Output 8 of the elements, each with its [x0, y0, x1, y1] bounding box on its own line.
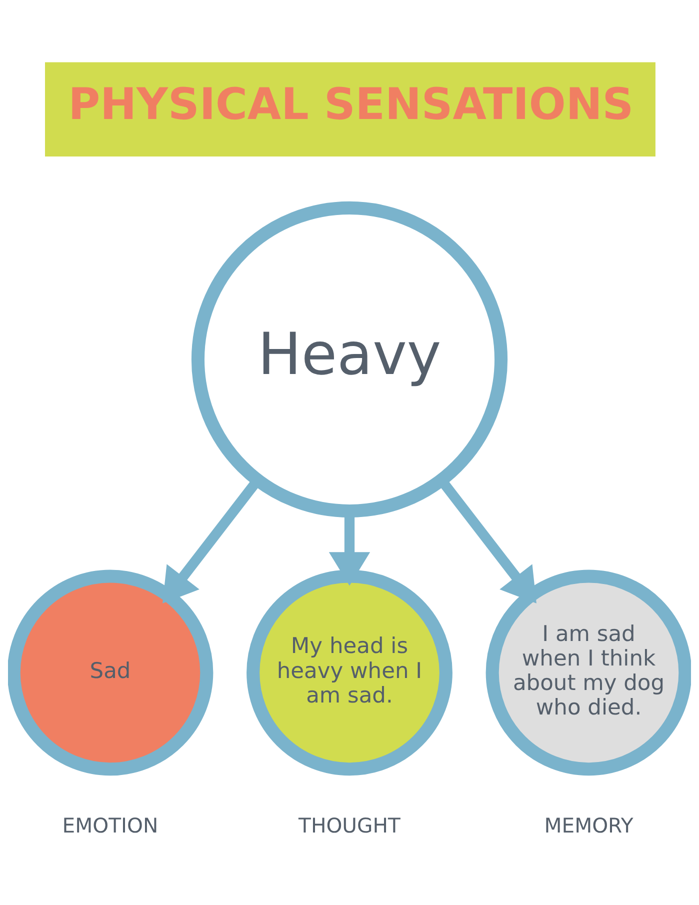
diagram-title: PHYSICAL SENSATIONS — [68, 79, 634, 130]
node-circle: Sad — [8, 569, 214, 776]
node-circle: My head is heavy when I am sad. — [246, 569, 452, 776]
node-label: EMOTION — [62, 812, 158, 837]
node-circle: I am sad when I think about my dog who died. — [486, 569, 691, 776]
node-label: THOUGHT — [298, 812, 400, 837]
node-label: MEMORY — [544, 812, 634, 837]
node-circle: Heavy — [191, 200, 508, 518]
